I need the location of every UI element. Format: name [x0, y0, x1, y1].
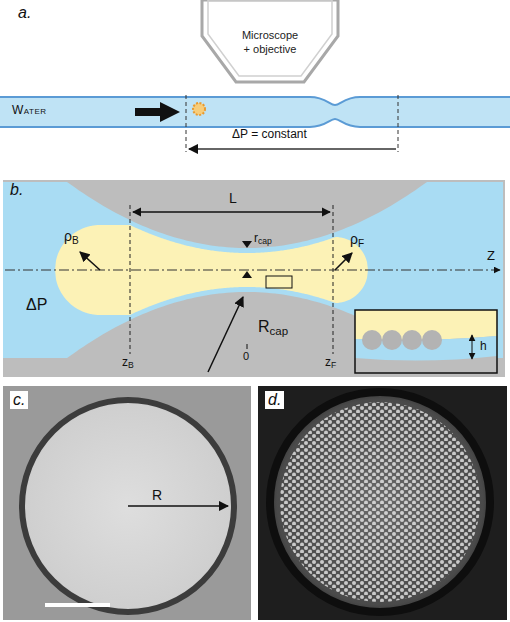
position-label: zB [122, 356, 134, 371]
radius-arrow [80, 252, 100, 270]
channel-wall [0, 119, 510, 127]
panel-letter: b. [10, 181, 23, 199]
node-text: Microscope + objective [242, 28, 298, 57]
capsule-rim [270, 392, 490, 612]
pressure-label: ΔP = constant [232, 128, 307, 142]
axis [5, 270, 500, 271]
scale-bar [45, 603, 110, 607]
photo-c [3, 386, 251, 620]
dashed-line [130, 205, 131, 354]
particle [362, 330, 382, 350]
origin-label: 0 [243, 350, 249, 363]
inset-frame [355, 310, 497, 373]
microscope: Microscope + objective [200, 0, 340, 84]
radius-arrow [208, 297, 243, 372]
radius-label: R [152, 487, 162, 503]
photo-d [258, 386, 507, 620]
channel [0, 97, 510, 127]
radius-arrow [128, 505, 228, 507]
objective-inner [208, 0, 332, 76]
radius-label: rcap [254, 232, 272, 247]
particle [382, 330, 402, 350]
particle-lattice [280, 402, 480, 602]
capsule-photo [270, 392, 490, 612]
flow-arrow [135, 102, 180, 122]
particle [422, 330, 442, 350]
panel-letter: c. [10, 391, 28, 409]
particle [402, 330, 422, 350]
inset [355, 310, 497, 373]
panel-letter: a. [18, 4, 31, 22]
length-label: L [229, 190, 237, 206]
position-label: zF [325, 356, 336, 371]
panel-letter: d. [265, 391, 284, 409]
dashed-line [398, 95, 399, 152]
flow-label: Water [12, 104, 47, 118]
dashed-line [186, 95, 187, 152]
objective-shape [202, 0, 338, 82]
constriction-figure [3, 180, 505, 377]
pressure-arrow [189, 148, 396, 150]
thickness-arrow [472, 335, 473, 359]
capsule-photo [22, 400, 234, 612]
thickness-label: h [480, 340, 487, 354]
zoom-box [266, 276, 292, 288]
radius-label: Rcap [258, 318, 288, 338]
tick [247, 344, 248, 349]
pressure-label: ΔP [26, 296, 47, 314]
microscope-outline [200, 0, 340, 84]
rcap-marker [242, 241, 252, 248]
radius-label: ρF [350, 231, 364, 249]
axis-label: Z [487, 249, 495, 264]
channel-wall [0, 97, 510, 105]
radius-label: ρB [64, 228, 79, 246]
rcap-marker [242, 271, 252, 278]
water-film [3, 182, 503, 358]
wall [3, 180, 505, 377]
dashed-line [333, 205, 334, 354]
capsule [193, 103, 205, 115]
length-arrow [133, 211, 330, 212]
radius-arrow [335, 253, 352, 270]
